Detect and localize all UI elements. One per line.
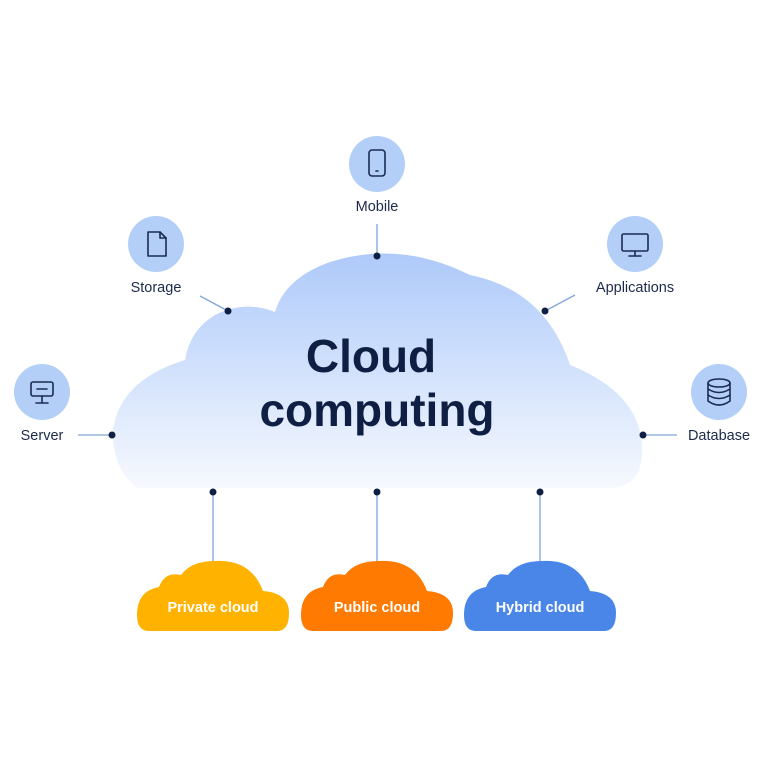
hybrid-cloud-shape <box>464 560 616 631</box>
storage-icon-circle <box>128 216 184 272</box>
connector-dot-applications <box>541 307 549 315</box>
file-icon <box>147 231 167 257</box>
server-icon-circle <box>14 364 70 420</box>
server-label: Server <box>21 428 64 444</box>
private-cloud-label: Private cloud <box>167 600 258 616</box>
connector-dot-server <box>108 431 116 439</box>
connector-dot-hybrid-cloud <box>536 488 544 496</box>
database-icon <box>707 378 731 406</box>
cloud-types: Private cloud Public cloud Hybrid cloud <box>137 560 616 631</box>
mobile-label: Mobile <box>356 199 399 215</box>
database-label: Database <box>688 428 750 444</box>
node-server: Server <box>14 364 70 444</box>
title-line-2: computing <box>259 384 494 436</box>
mobile-icon-circle <box>349 136 405 192</box>
applications-icon-circle <box>607 216 663 272</box>
monitor-icon <box>621 233 649 257</box>
connector-dot-public-cloud <box>373 488 381 496</box>
smartphone-icon <box>368 149 386 177</box>
node-applications: Applications <box>596 216 674 296</box>
public-cloud-label: Public cloud <box>334 600 420 616</box>
private-cloud: Private cloud <box>137 560 289 631</box>
connector-dot-private-cloud <box>209 488 217 496</box>
storage-label: Storage <box>131 280 182 296</box>
connector-dot-mobile <box>373 252 381 260</box>
public-cloud-shape <box>301 560 453 631</box>
applications-label: Applications <box>596 280 674 296</box>
connector-dot-storage <box>224 307 232 315</box>
connector-storage <box>199 295 229 312</box>
server-icon <box>30 381 54 404</box>
hybrid-cloud-label: Hybrid cloud <box>496 600 585 616</box>
hybrid-cloud: Hybrid cloud <box>464 560 616 631</box>
title-line-1: Cloud <box>306 330 436 382</box>
connector-dot-database <box>639 431 647 439</box>
node-mobile: Mobile <box>349 136 405 215</box>
node-storage: Storage <box>128 216 184 296</box>
private-cloud-shape <box>137 560 289 631</box>
node-database: Database <box>688 364 750 444</box>
connector-applications <box>544 294 576 312</box>
public-cloud: Public cloud <box>301 560 453 631</box>
main-cloud-shape <box>112 253 643 488</box>
